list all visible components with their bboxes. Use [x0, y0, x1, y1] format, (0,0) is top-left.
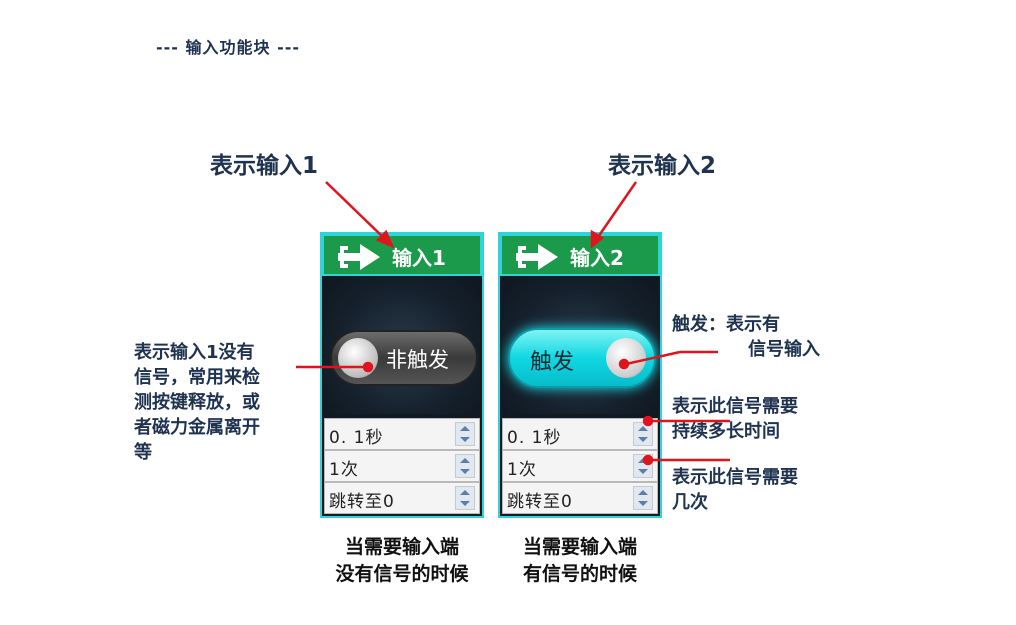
note-count: 表示此信号需要 几次 — [672, 465, 798, 515]
caption-line: 当需要输入端 — [522, 536, 637, 558]
note-no-signal: 表示输入1没有 信号，常用来检 测按键释放，或 者磁力金属离开 等 — [134, 340, 260, 465]
arrow-head — [590, 229, 605, 249]
jump-field[interactable]: 跳转至0 — [502, 482, 658, 514]
note-line: 触发：表示有 — [672, 314, 780, 335]
caption-block-2: 当需要输入端 有信号的时候 — [494, 534, 666, 588]
block-title: 输入2 — [570, 246, 624, 270]
count-value: 1次 — [329, 460, 359, 480]
label-input1: 表示输入1 — [210, 153, 319, 179]
note-line: 信号，常用来检 — [134, 367, 260, 388]
duration-spinner[interactable] — [455, 422, 475, 446]
note-line: 等 — [134, 442, 152, 463]
duration-field[interactable]: 0. 1秒 — [324, 418, 480, 450]
toggle-knob — [606, 338, 646, 378]
input-arrow-icon — [516, 244, 558, 270]
note-line: 表示此信号需要 — [672, 396, 798, 417]
toggle-label: 触发 — [530, 350, 575, 375]
duration-field[interactable]: 0. 1秒 — [502, 418, 658, 450]
input-block-1: 输入1 非触发 0. 1秒 1次 跳转至0 — [320, 232, 484, 518]
caption-line: 有信号的时候 — [522, 563, 637, 585]
note-line: 测按键释放，或 — [134, 392, 260, 413]
note-line: 表示输入1没有 — [134, 342, 255, 363]
jump-spinner[interactable] — [633, 486, 653, 510]
block-title: 输入1 — [392, 246, 446, 270]
count-field[interactable]: 1次 — [324, 450, 480, 482]
toggle-label: 非触发 — [386, 348, 449, 372]
callout-dot — [642, 415, 654, 427]
note-line: 信号输入 — [748, 339, 820, 360]
trigger-toggle[interactable]: 非触发 — [330, 330, 478, 386]
arrow-head — [375, 229, 395, 249]
jump-field[interactable]: 跳转至0 — [324, 482, 480, 514]
jump-spinner[interactable] — [455, 486, 475, 510]
block-title-bar: 输入2 — [500, 234, 660, 276]
duration-value: 0. 1秒 — [329, 428, 384, 448]
caption-line: 没有信号的时候 — [335, 563, 469, 585]
jump-value: 跳转至0 — [507, 492, 573, 512]
count-spinner[interactable] — [455, 454, 475, 478]
jump-value: 跳转至0 — [329, 492, 395, 512]
callout-dot — [642, 454, 654, 466]
note-line: 持续多长时间 — [672, 421, 780, 442]
input-block-2: 输入2 触发 0. 1秒 1次 跳转至0 — [498, 232, 662, 518]
caption-line: 当需要输入端 — [344, 536, 459, 558]
duration-value: 0. 1秒 — [507, 428, 562, 448]
note-trigger: 触发：表示有 信号输入 — [672, 312, 820, 362]
toggle-knob — [338, 338, 378, 378]
label-input2: 表示输入2 — [608, 153, 717, 179]
note-duration: 表示此信号需要 持续多长时间 — [672, 394, 798, 444]
callout-arrow-1 — [325, 181, 387, 241]
section-header: --- 输入功能块 --- — [156, 38, 300, 57]
count-value: 1次 — [507, 460, 537, 480]
note-line: 几次 — [672, 492, 708, 513]
note-line: 表示此信号需要 — [672, 467, 798, 488]
callout-dot — [362, 361, 374, 373]
count-field[interactable]: 1次 — [502, 450, 658, 482]
callout-dot — [618, 358, 630, 370]
callout-arrow-2 — [594, 181, 638, 241]
note-line: 者磁力金属离开 — [134, 417, 260, 438]
trigger-toggle[interactable]: 触发 — [508, 328, 656, 388]
caption-block-1: 当需要输入端 没有信号的时候 — [316, 534, 488, 588]
block-title-bar: 输入1 — [322, 234, 482, 276]
callout-line-trigger-2 — [625, 350, 681, 366]
input-arrow-icon — [338, 244, 380, 270]
